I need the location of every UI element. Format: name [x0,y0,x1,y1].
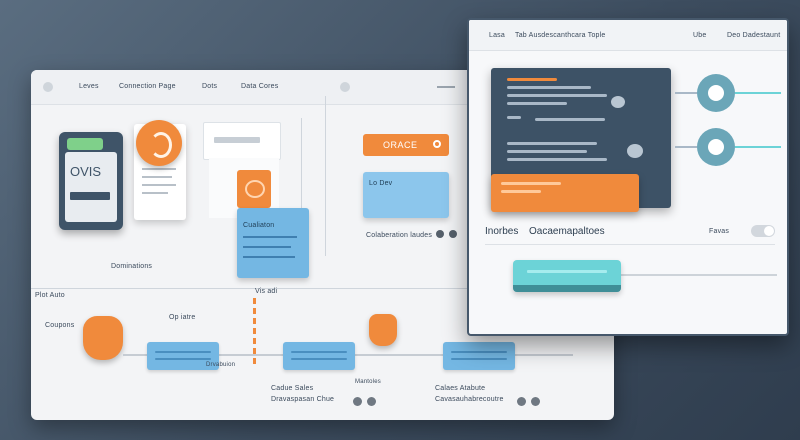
header-right-1[interactable]: Ube [693,32,707,39]
center-label: Op iatre [169,314,196,321]
divider [301,118,302,268]
database-icon[interactable] [369,314,397,346]
left-caption: Dominations [111,263,153,270]
dot-icon[interactable] [517,397,526,406]
toolbar-item-leves[interactable]: Leves [79,83,99,90]
window-control-icon[interactable] [43,82,53,92]
header-title[interactable]: Tab Ausdescanthcara Tople [515,32,606,39]
flow-node[interactable] [283,342,355,370]
device-card[interactable]: OVIS [59,132,123,230]
slider-track[interactable] [619,274,777,276]
teal-circle-icon[interactable] [697,128,735,166]
connector [735,92,781,94]
connector [735,146,781,148]
divider [485,244,775,245]
caption-left: Inorbes [485,226,519,237]
toolbar-item-data-cores[interactable]: Data Cores [241,83,279,90]
divider [31,288,614,289]
right-window: Lasa Tab Ausdescanthcara Tople Ube Deo D… [467,18,789,336]
dot-icon[interactable] [367,397,376,406]
dashed-connector [253,298,256,368]
toolbar-toggle-icon[interactable] [340,82,350,92]
dot-icon[interactable] [436,230,444,238]
header-left[interactable]: Lasa [489,32,505,39]
node-caption: Cadue Sales [271,385,314,392]
orange-strip[interactable] [491,174,639,212]
node-caption: Drvabuion [206,362,236,368]
right-window-header: Lasa Tab Ausdescanthcara Tople Ube Deo D… [469,20,787,51]
orange-button-label: ORACE [383,140,418,150]
status-tab [67,138,103,150]
knob-icon[interactable] [627,144,643,158]
flow-node[interactable] [147,342,219,370]
row-label: Plot Auto [35,292,65,299]
orange-tile[interactable] [237,170,271,208]
stream-label: Vis adi [255,288,278,295]
blue-tile-caption: Cualiaton [243,222,275,229]
blue-panel[interactable]: Lo Dev [363,172,449,218]
divider [325,96,326,256]
toolbar-item-dots[interactable]: Dots [202,83,218,90]
blue-panel-caption: Colaberation laudes [366,232,433,239]
flow-node[interactable] [443,342,515,370]
caption-right: Favas [709,228,730,235]
node-caption: Mantoles [355,379,381,385]
dot-icon[interactable] [449,230,457,238]
device-label: OVIS [70,164,102,179]
knob-icon[interactable] [611,96,625,108]
blue-panel-title: Lo Dev [369,180,393,187]
node-caption: Cavasauhabrecoutre [435,396,504,403]
circle-icon [433,140,441,148]
left-label: Coupons [45,322,75,329]
toolbar-slider-icon[interactable] [437,86,455,88]
header-right-2[interactable]: Deo Dadestaunt [727,32,781,39]
node-caption: Dravaspasan Chue [271,396,335,403]
orange-badge-icon [136,120,182,166]
dot-icon[interactable] [353,397,362,406]
toggle-switch[interactable] [751,225,775,237]
node-caption: Calaes Atabute [435,385,486,392]
caption-title: Oacaemapaltoes [529,226,605,237]
teal-circle-icon[interactable] [697,74,735,112]
database-icon[interactable] [83,316,123,360]
slider-handle[interactable] [513,260,621,292]
blue-tile[interactable]: Cualiaton [237,208,309,278]
dot-icon[interactable] [531,397,540,406]
toolbar-item-connection[interactable]: Connection Page [119,83,176,90]
info-panel [203,122,281,160]
orange-button[interactable]: ORACE [363,134,449,156]
